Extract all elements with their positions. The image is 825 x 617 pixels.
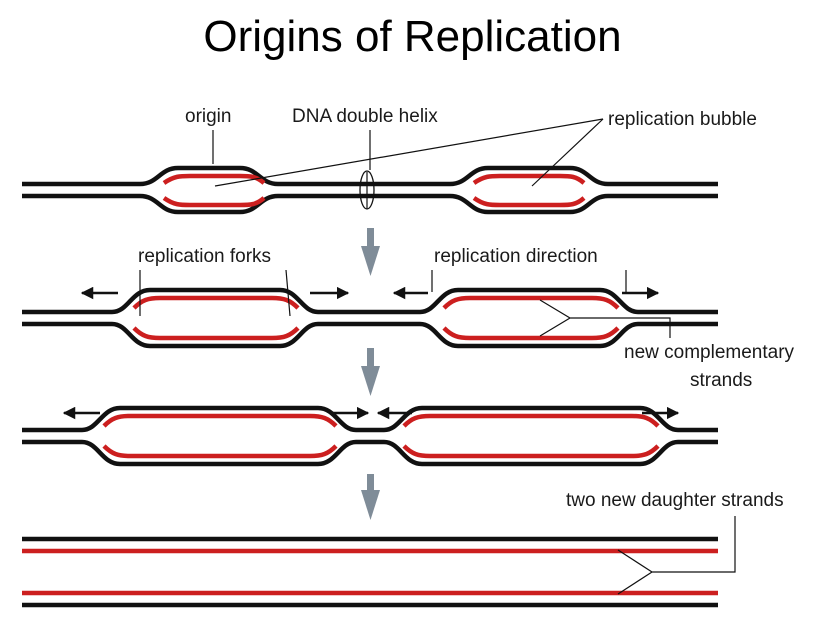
new-complementary-label-line2: strands [690,370,752,391]
replication-forks-label: replication forks [138,246,271,267]
replication-bubble-label: replication bubble [608,109,757,130]
row-3-dna [22,405,718,467]
origin-label: origin [185,106,231,127]
replication-bubble-leader-2 [531,118,604,187]
new-complementary-label: new complementary [624,342,795,363]
row-1-dna [22,165,718,215]
replication-forks-leader-right [285,269,291,317]
step-arrow-2 [361,348,380,396]
replication-direction-label: replication direction [434,246,598,267]
row-4-daughter-strands [22,536,718,608]
step-arrow-3 [361,474,380,520]
page-title: Origins of Replication [203,12,622,61]
dna-double-helix-label: DNA double helix [292,106,438,127]
step-arrow-1 [361,228,380,276]
two-new-daughter-strands-label: two new daughter strands [566,490,784,511]
replication-bubble-leader-1 [214,118,604,187]
row-2-dna [22,287,718,349]
new-complementary-leader [539,299,671,338]
daughter-strands-leader [617,516,736,595]
